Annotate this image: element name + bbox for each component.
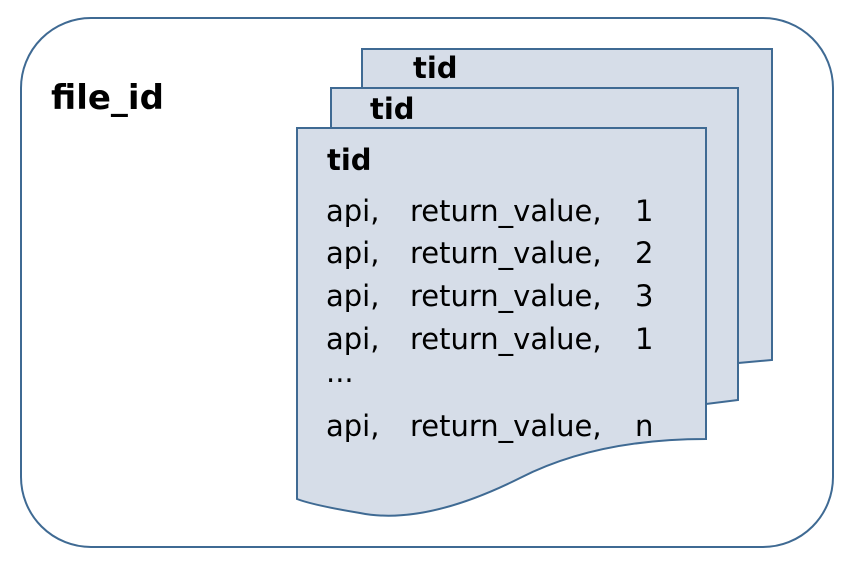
file-id-label: file_id xyxy=(51,78,164,118)
row-api: api, xyxy=(326,236,379,270)
row-count: 1 xyxy=(635,322,653,356)
tid-label-back: tid xyxy=(413,51,458,85)
row-return-value: return_value, xyxy=(410,236,602,270)
row-api: api, xyxy=(326,322,379,356)
row-return-value: return_value, xyxy=(410,279,602,313)
tid-label-front: tid xyxy=(327,143,372,177)
row-count: 2 xyxy=(635,236,653,270)
row-api: api, xyxy=(326,409,379,443)
row-list: api, return_value, 1 api, return_value, … xyxy=(326,194,653,443)
row-return-value: return_value, xyxy=(410,322,602,356)
list-item: api, return_value, 3 xyxy=(326,279,653,313)
list-item: api, return_value, 1 xyxy=(326,322,653,356)
tid-page-front-shape xyxy=(296,127,707,517)
list-item: api, return_value, n xyxy=(326,409,653,443)
row-return-value: return_value, xyxy=(410,409,602,443)
row-count: 3 xyxy=(635,279,653,313)
row-api: api, xyxy=(326,279,379,313)
row-return-value: return_value, xyxy=(410,194,602,228)
row-api: api, xyxy=(326,194,379,228)
row-count: n xyxy=(635,409,653,443)
tid-label-middle: tid xyxy=(370,92,415,126)
row-count: 1 xyxy=(635,194,653,228)
list-item: api, return_value, 2 xyxy=(326,236,653,270)
row-ellipsis: ... xyxy=(326,355,354,389)
list-item: api, return_value, 1 xyxy=(326,194,653,228)
